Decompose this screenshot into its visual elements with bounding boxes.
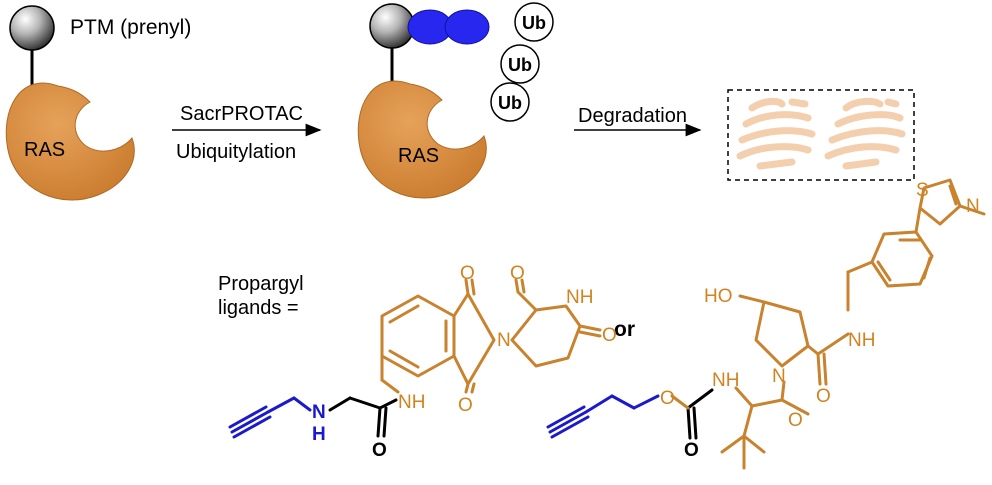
ras-protein-right: RAS Ub Ub Ub	[357, 2, 554, 199]
ubiquitin-icon	[500, 44, 540, 84]
ub-label: Ub	[522, 13, 546, 33]
atom-o: O	[660, 388, 675, 409]
step1-label-top: SacrPROTAC	[180, 103, 303, 125]
atom-n: N	[772, 366, 786, 387]
ras-protein-left: RAS	[5, 5, 135, 201]
atom-n: N	[497, 330, 511, 351]
ub-label: Ub	[508, 55, 532, 75]
atom-o: O	[684, 440, 699, 461]
ras-blob-icon	[5, 82, 135, 201]
ubiquitin-icon	[514, 2, 554, 42]
atom-s: S	[916, 180, 929, 201]
step1-label-bottom: Ubiquitylation	[176, 141, 296, 163]
atom-o: O	[372, 440, 387, 461]
atom-h: H	[312, 424, 326, 445]
atom-o: O	[788, 410, 803, 431]
ras-label-left: RAS	[24, 139, 65, 161]
atom-nh: NH	[712, 370, 739, 391]
propargyl-label-2: ligands =	[218, 297, 299, 319]
ras-blob-icon	[357, 80, 487, 199]
ub-label: Ub	[498, 93, 522, 113]
atom-o: O	[458, 395, 473, 416]
or-label: or	[614, 318, 635, 341]
atom-o: O	[510, 263, 525, 284]
atom-o: O	[816, 386, 831, 407]
propargyl-label-1: Propargyl	[218, 273, 304, 295]
atom-ho: HO	[704, 286, 733, 307]
atom-nh: NH	[848, 330, 875, 351]
thalidomide-ligand-structure: O O N O NH O NH O N H	[228, 263, 617, 461]
e3-ligase-right-icon	[444, 9, 490, 45]
atom-o: O	[602, 325, 617, 346]
degraded-fragments-box	[727, 89, 915, 181]
step2-label: Degradation	[578, 105, 687, 127]
atom-nh: NH	[566, 287, 593, 308]
vhl-ligand-structure: S N NH O HO N O NH O O	[546, 178, 986, 470]
ubiquitin-icon	[490, 82, 530, 122]
peptide-fragments-icon	[736, 97, 906, 170]
atom-n: N	[312, 402, 326, 423]
ras-label-right: RAS	[398, 145, 439, 167]
atom-nh: NH	[398, 392, 425, 413]
atom-n: N	[966, 196, 980, 217]
atom-o: O	[460, 263, 475, 284]
ptm-label: PTM (prenyl)	[70, 16, 191, 39]
ptm-sphere-icon	[369, 3, 415, 49]
ptm-sphere-icon	[9, 5, 55, 51]
